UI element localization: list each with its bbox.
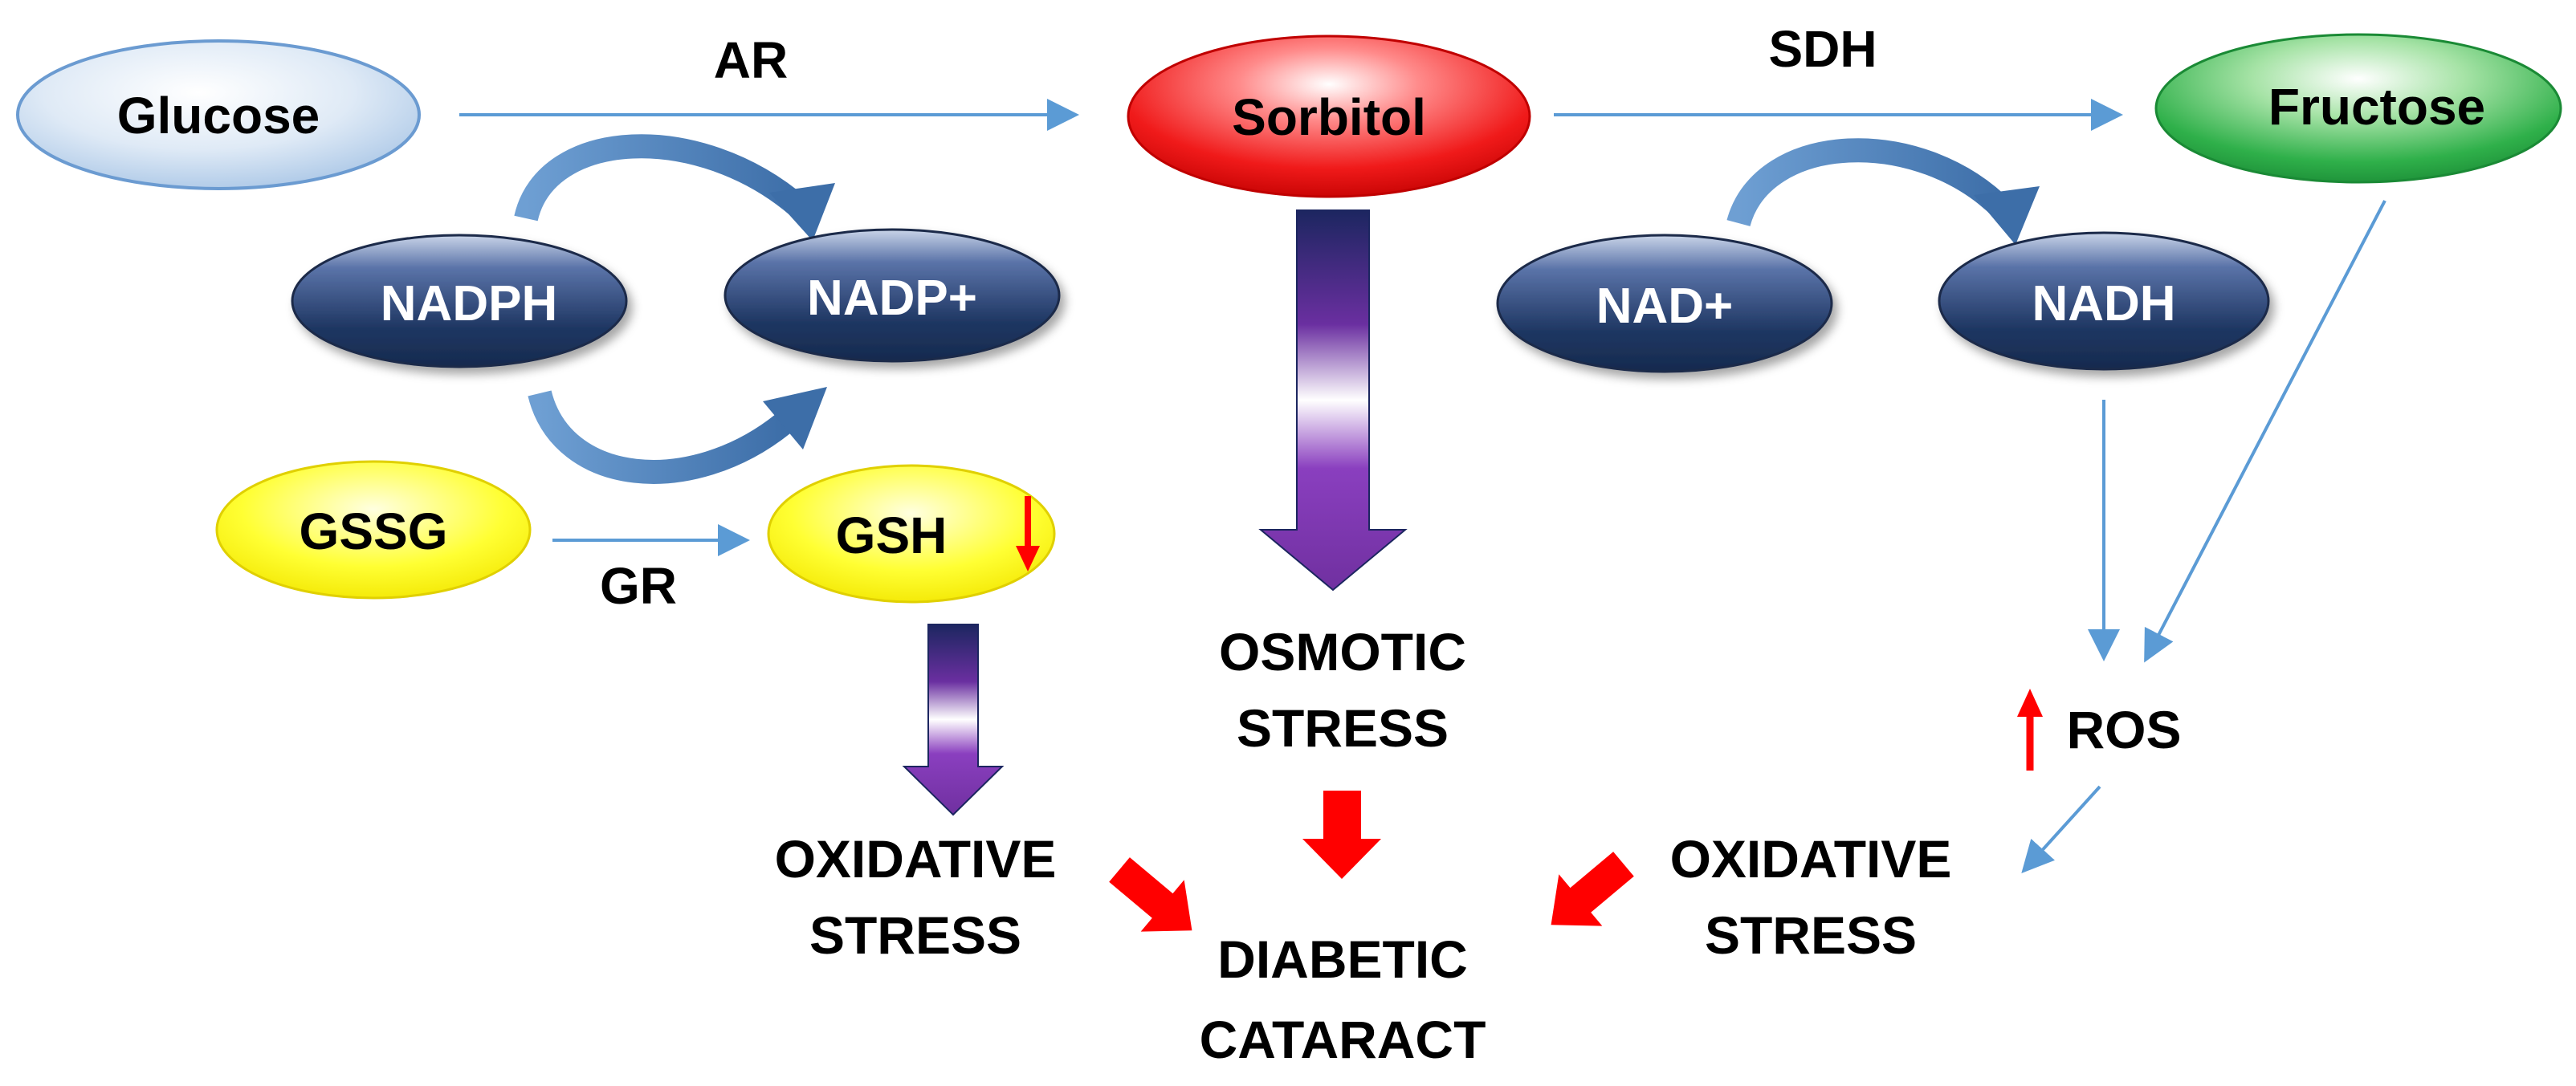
nad-to-nadh-curved-arrow <box>1726 138 2040 245</box>
oxidative-stress-left-line2: STRESS <box>809 905 1021 965</box>
sorbitol-to-osmotic-stress-block-arrow <box>1258 209 1408 592</box>
gsh-decrease-arrow-icon <box>1016 496 1040 571</box>
osmotic-stress-label-line1: OSMOTIC <box>1219 622 1466 681</box>
osmotic-stress-label-line2: STRESS <box>1237 698 1449 758</box>
glucose-node: Glucose <box>16 39 421 190</box>
diabetic-cataract-line2: CATARACT <box>1200 1010 1486 1069</box>
nadph-node: NADPH <box>291 234 628 368</box>
svg-text:NADPH: NADPH <box>381 276 557 331</box>
ros-to-oxidative-stress-arrow <box>2021 785 2101 873</box>
svg-text:NADP+: NADP+ <box>807 270 977 326</box>
nad-plus-node: NAD+ <box>1496 234 1833 373</box>
svg-text:Glucose: Glucose <box>117 87 320 144</box>
svg-text:Sorbitol: Sorbitol <box>1232 88 1426 146</box>
ar-enzyme-label: AR <box>714 31 788 89</box>
svg-text:NAD+: NAD+ <box>1596 279 1734 334</box>
gr-enzyme-label: GR <box>600 557 677 615</box>
sdh-enzyme-label: SDH <box>1768 20 1877 78</box>
nadh-node: NADH <box>1938 231 2270 371</box>
fructose-to-ros-arrow <box>2144 200 2386 663</box>
diabetic-cataract-line1: DIABETIC <box>1217 929 1468 989</box>
nadp-plus-node: NADP+ <box>723 228 1061 363</box>
nadph-to-nadp-curved-arrow-top <box>514 134 835 241</box>
gsh-node: GSH <box>767 464 1056 604</box>
sorbitol-node: Sorbitol <box>1127 35 1531 198</box>
osmotic-to-cataract-red-arrow <box>1302 791 1381 879</box>
fructose-node: Fructose <box>2154 33 2562 184</box>
svg-text:GSSG: GSSG <box>300 502 448 560</box>
gsh-to-oxidative-stress-block-arrow <box>902 624 1005 816</box>
ros-increase-arrow-icon <box>2017 689 2043 771</box>
oxidative-stress-right-line1: OXIDATIVE <box>1670 829 1952 889</box>
left-oxidative-to-cataract-red-arrow <box>1109 857 1192 932</box>
right-oxidative-to-cataract-red-arrow <box>1551 852 1634 926</box>
gssg-node: GSSG <box>215 460 532 600</box>
svg-text:GSH: GSH <box>836 506 948 564</box>
nadph-to-nadp-curved-arrow-bottom <box>528 387 827 484</box>
oxidative-stress-right-line2: STRESS <box>1705 905 1917 965</box>
svg-text:Fructose: Fructose <box>2268 78 2485 136</box>
oxidative-stress-left-line1: OXIDATIVE <box>775 829 1057 889</box>
ros-label: ROS <box>2066 700 2181 759</box>
svg-text:NADH: NADH <box>2032 276 2175 331</box>
